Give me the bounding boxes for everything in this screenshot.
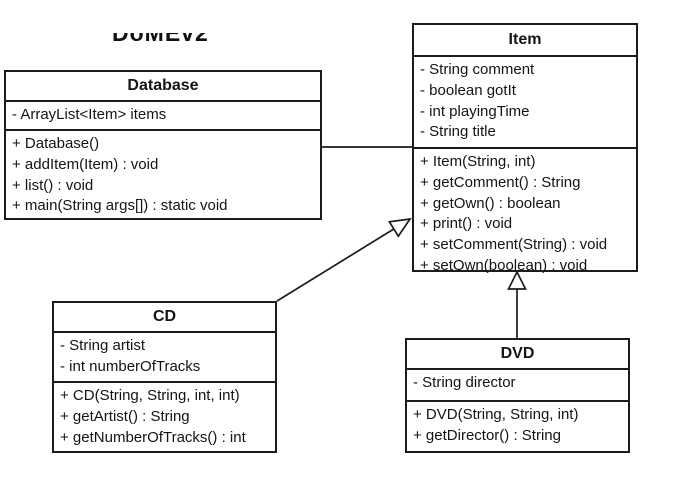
method-row: + getDirector() : String: [413, 426, 561, 444]
class-box-dvd: DVD - String director + DVD(String, Stri…: [405, 338, 630, 453]
inheritance-arrowhead-cd-item: [387, 217, 412, 238]
diagram-title-text: DoMEv2: [112, 33, 209, 46]
attributes-compartment: - ArrayList<Item> items: [6, 102, 320, 131]
method-row: + getNumberOfTracks() : int: [60, 428, 246, 446]
attributes-compartment: - String comment - boolean gotIt - int p…: [414, 57, 636, 149]
methods-compartment: + DVD(String, String, int) + getDirector…: [407, 402, 628, 451]
method-row: + getArtist() : String: [60, 407, 190, 425]
class-name-cd: CD: [54, 303, 275, 333]
method-row: + getComment() : String: [420, 173, 581, 191]
diagram-title-clipped: DoMEv2: [112, 33, 252, 46]
method-row: + list() : void: [12, 176, 94, 194]
method-row: + setComment(String) : void: [420, 236, 608, 254]
methods-compartment: + Database() + addItem(Item) : void + li…: [6, 131, 320, 218]
inheritance-arrowhead-dvd-item: [507, 270, 527, 290]
attribute-row: - int playingTime: [420, 102, 530, 120]
method-row: + setOwn(boolean) : void: [420, 256, 588, 274]
attributes-compartment: - String director: [407, 370, 628, 402]
class-box-item: Item - String comment - boolean gotIt - …: [412, 23, 638, 274]
method-row: + print() : void: [420, 215, 513, 233]
class-name-dvd: DVD: [407, 340, 628, 370]
method-row: + DVD(String, String, int): [413, 406, 579, 423]
method-row: + main(String args[]) : static void: [12, 197, 228, 215]
class-box-database: Database - ArrayList<Item> items + Datab…: [4, 70, 322, 220]
method-row: + getOwn() : boolean: [420, 194, 561, 212]
method-row: + CD(String, String, int, int): [60, 387, 240, 404]
attributes-compartment: - String artist - int numberOfTracks: [54, 333, 275, 383]
attribute-row: - ArrayList<Item> items: [12, 106, 167, 123]
method-row: + Database(): [12, 135, 100, 152]
method-row: + addItem(Item) : void: [12, 155, 159, 173]
class-name-database: Database: [6, 72, 320, 102]
attribute-row: - String director: [413, 374, 516, 391]
attribute-row: - boolean gotIt: [420, 81, 516, 99]
method-row: + Item(String, int): [420, 153, 536, 170]
class-name-item: Item: [414, 25, 636, 57]
attribute-row: - int numberOfTracks: [60, 357, 201, 375]
inheritance-line-cd-item: [276, 228, 395, 302]
methods-compartment: + CD(String, String, int, int) + getArti…: [54, 383, 275, 451]
attribute-row: - String title: [420, 123, 496, 141]
attribute-row: - String artist: [60, 337, 146, 354]
class-box-cd: CD - String artist - int numberOfTracks …: [52, 301, 277, 453]
attribute-row: - String comment: [420, 61, 535, 78]
methods-compartment: + Item(String, int) + getComment() : Str…: [414, 149, 636, 277]
